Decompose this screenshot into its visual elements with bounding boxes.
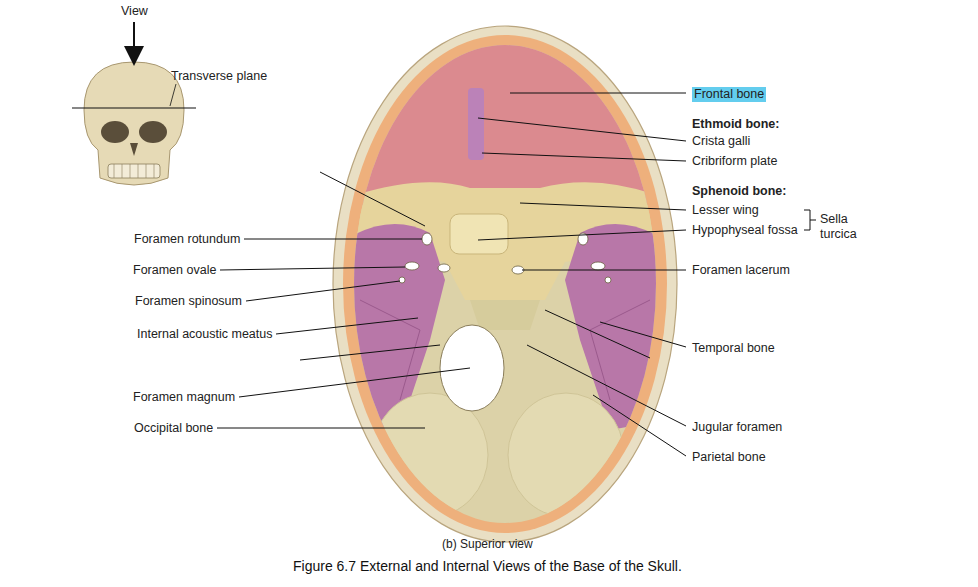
part-label: Internal acoustic meatus bbox=[137, 327, 273, 342]
part-label: Cribriform plate bbox=[692, 154, 777, 169]
part-label: Temporal bone bbox=[692, 341, 775, 356]
figure-caption: Figure 6.7 External and Internal Views o… bbox=[293, 558, 682, 574]
leader-lines bbox=[217, 93, 816, 456]
skull-base bbox=[333, 26, 677, 550]
leader-line bbox=[170, 84, 176, 106]
part-label: Lesser wing bbox=[692, 203, 759, 218]
transverse-plane-line bbox=[72, 107, 196, 108]
part-label: Sella turcica bbox=[820, 212, 880, 242]
part-label: View bbox=[121, 4, 148, 19]
part-label: Ethmoid bone: bbox=[692, 117, 780, 132]
part-label: Jugular foramen bbox=[692, 420, 782, 435]
part-label: Foramen spinosum bbox=[135, 294, 242, 309]
view-caption: (b) Superior view bbox=[442, 537, 533, 552]
part-label: Foramen lacerum bbox=[692, 263, 790, 278]
view-arrow bbox=[133, 22, 135, 56]
part-label: Hypophyseal fossa bbox=[692, 223, 798, 238]
part-label: Foramen rotundum bbox=[134, 232, 240, 247]
part-label: Foramen ovale bbox=[133, 263, 216, 278]
part-label: Crista galli bbox=[692, 134, 750, 149]
part-label: Frontal bone bbox=[692, 87, 766, 102]
part-label: Occipital bone bbox=[134, 421, 213, 436]
part-label: Transverse plane bbox=[171, 69, 267, 84]
part-label: Sphenoid bone: bbox=[692, 184, 786, 199]
part-label: Foramen magnum bbox=[133, 390, 235, 405]
part-label: Parietal bone bbox=[692, 450, 766, 465]
inset-skull bbox=[84, 62, 184, 185]
